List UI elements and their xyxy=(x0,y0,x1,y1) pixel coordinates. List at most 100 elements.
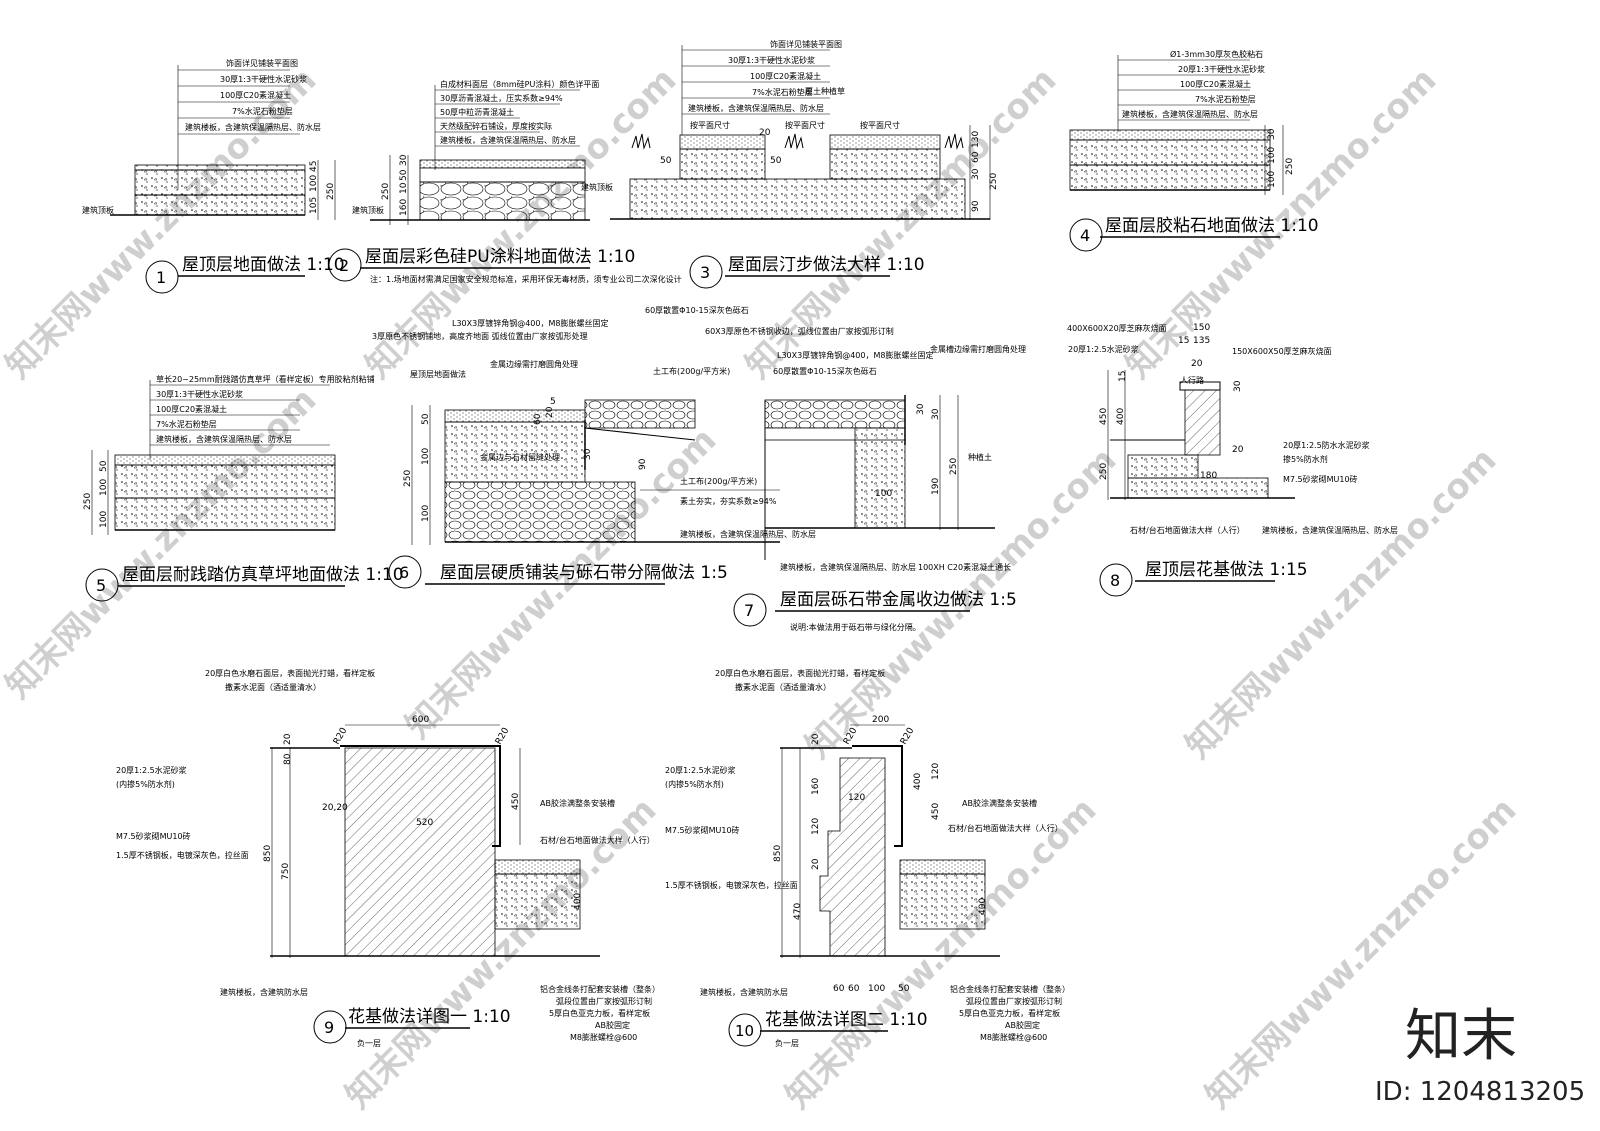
dim-label: 20 xyxy=(811,858,821,870)
base-label: 建筑顶板 xyxy=(352,205,384,215)
layer-label: 建筑楼板，含建筑保温隔热层、防水层 xyxy=(1262,525,1398,535)
layer-label: 土工布(200g/平方米) xyxy=(653,366,730,376)
dim-label: 100 xyxy=(309,175,319,192)
dim-label: 400 xyxy=(978,898,988,915)
dim-label: 850 xyxy=(263,845,273,862)
layer-label: 石材/台石地面做法大样（人行） xyxy=(1130,525,1245,535)
layer-label: 20厚1:2.5水泥砂浆 xyxy=(1068,344,1139,354)
detail-number: 5 xyxy=(96,576,106,595)
detail-5: 草长20~25mm耐践踏仿真草坪（看样定板）专用胶粘剂粘铺 30厚1:3干硬性水… xyxy=(83,374,404,602)
dim-label: 45 xyxy=(309,161,319,172)
layer-label: 60厚散置Φ10-15深灰色砾石 xyxy=(773,366,877,376)
dim-label: 400 xyxy=(913,773,923,790)
detail-8: 400X600X20厚芝麻灰烧面 20厚1:2.5水泥砂浆 150X600X50… xyxy=(1067,323,1398,597)
layer-label: 5厚白色亚克力板，看样定板 xyxy=(959,1008,1060,1018)
dim-label: 30 xyxy=(971,168,981,180)
layer-label: 石材/台石地面做法大样（人行） xyxy=(948,823,1063,833)
annotation: 按平面尺寸 xyxy=(785,120,825,130)
layer-label: L30X3厚镀锌角钢@400，M8膨胀螺丝固定 xyxy=(777,350,933,360)
dim-label: 20 xyxy=(283,733,293,745)
layer-label: 铝合金线条打配套安装槽（整条） xyxy=(950,984,1070,994)
dim-label: 750 xyxy=(281,863,291,880)
dim-label: 90 xyxy=(971,200,981,212)
dim-label: 450 xyxy=(931,803,941,820)
layer-label: 30厚沥青混凝土，压实系数≥94% xyxy=(440,93,563,103)
detail-number-circle xyxy=(388,555,422,589)
detail-number-circle xyxy=(689,255,723,289)
dim-label: 450 xyxy=(511,793,521,810)
dim-label: 250 xyxy=(403,470,413,487)
dim-label: 120 xyxy=(931,763,941,780)
detail-title: 花基做法详图一 1:10 xyxy=(348,1007,511,1027)
note: 说明:本做法用于砾石带与绿化分隔。 xyxy=(790,622,921,632)
dim-label: 130 xyxy=(971,131,981,148)
dim-label: 180 xyxy=(1200,471,1217,481)
dim-label: 250 xyxy=(326,183,336,200)
layer-label: 饰面详见铺装平面图 xyxy=(770,39,842,49)
layer-label: 3厚原色不锈钢铺地，高度齐地面 弧线位置由厂家按弧形处理 xyxy=(372,331,588,341)
detail-number: 10 xyxy=(735,1022,754,1040)
layer-label: 7%水泥石粉垫层 xyxy=(232,106,293,116)
layer-label: M7.5砂浆砌MU10砖 xyxy=(1283,474,1358,484)
detail-title: 屋顶层花基做法 1:15 xyxy=(1145,560,1308,580)
detail-number: 1 xyxy=(156,268,166,287)
detail-number-circle xyxy=(145,260,179,294)
annotation: 按平面尺寸 xyxy=(860,120,900,130)
dim-label: 150 xyxy=(1193,323,1210,333)
layer-label: AB胶固定 xyxy=(1005,1020,1040,1030)
dim-label: 250 xyxy=(1099,463,1109,480)
detail-6: 60厚散置Φ10-15深灰色砾石 L30X3厚镀锌角钢@400，M8膨胀螺丝固定… xyxy=(372,305,816,589)
dim-label: 470 xyxy=(793,903,803,920)
brand-id: ID: 1204813205 xyxy=(1375,1077,1585,1107)
layer-label: Ø1-3mm30厚灰色胶粘石 xyxy=(1170,49,1263,59)
dim-label: 20 xyxy=(811,733,821,745)
dim-label: 400 xyxy=(1116,408,1126,425)
detail-number: 2 xyxy=(339,256,349,275)
detail-9: 20厚白色水磨石面层，表面抛光打蜡，看样定板 撒素水泥面（酒适量清水） 20厚1… xyxy=(116,668,660,1048)
dim-label: 90 xyxy=(638,458,648,470)
dim-label: 100 xyxy=(875,489,892,499)
detail-title: 屋顶层地面做法 1:10 xyxy=(182,255,345,275)
dim-label: 135 xyxy=(1193,336,1210,346)
dim-label: 100 xyxy=(99,479,109,496)
detail-number-circle xyxy=(733,593,767,627)
layer-label: 20厚白色水磨石面层，表面抛光打蜡，看样定板 xyxy=(715,668,885,678)
dim-label: 100 xyxy=(421,505,431,522)
layer-label: 撒素水泥面（酒适量清水） xyxy=(735,682,831,692)
detail-title: 屋面层彩色硅PU涂料地面做法 1:10 xyxy=(365,247,635,267)
dim-label: 100 xyxy=(868,984,885,994)
layer-label: 铝合金线条打配套安装槽（整条） xyxy=(540,984,660,994)
detail-title: 花基做法详图二 1:10 xyxy=(765,1010,928,1030)
dim-label: 200 xyxy=(872,715,889,725)
dim-label: 50 xyxy=(898,984,910,994)
dim-label: R20 xyxy=(899,726,917,747)
base-label: 建筑顶板 xyxy=(581,182,613,192)
detail-number: 4 xyxy=(1080,226,1090,245)
layer-label: 20厚白色水磨石面层，表面抛光打蜡，看样定板 xyxy=(205,668,375,678)
grass-icon xyxy=(631,133,964,150)
layer-label: 30厚1:3干硬性水泥砂浆 xyxy=(156,389,243,399)
dim-label: 400 xyxy=(573,893,583,910)
layer-label: 屋顶层地面做法 xyxy=(410,369,466,379)
dim-label: 50 xyxy=(99,460,109,472)
layer-label: 土工布(200g/平方米) xyxy=(680,476,757,486)
layer-label: 金属槽边缘需打磨圆角处理 xyxy=(930,344,1026,354)
dim-label: 30 xyxy=(399,154,409,166)
dim-label: 100 xyxy=(421,448,431,465)
annotation: 按平面尺寸 xyxy=(690,120,730,130)
sub-label: 负一层 xyxy=(357,1038,381,1048)
layer-label: 100厚C20素混凝土 xyxy=(1180,79,1251,89)
detail-number: 7 xyxy=(744,601,754,620)
annotation: 覆土种植草 xyxy=(805,86,845,96)
layer-label: 100厚C20素混凝土 xyxy=(750,71,821,81)
layer-label: 撒素水泥面（酒适量清水） xyxy=(225,682,321,692)
layer-label: L30X3厚镀锌角钢@400，M8膨胀螺丝固定 xyxy=(452,318,608,328)
dim-label: 50 xyxy=(770,156,782,166)
detail-number-circle xyxy=(1099,563,1133,597)
dim-label: 50 xyxy=(421,413,431,425)
layer-label: 建筑楼板，含建筑保温隔热层、防水层 xyxy=(156,434,292,444)
dim-label: 250 xyxy=(83,493,93,510)
dim-label: 30 xyxy=(583,448,593,460)
layer-leaders xyxy=(178,69,300,135)
dim-label: 15 xyxy=(1178,336,1189,346)
